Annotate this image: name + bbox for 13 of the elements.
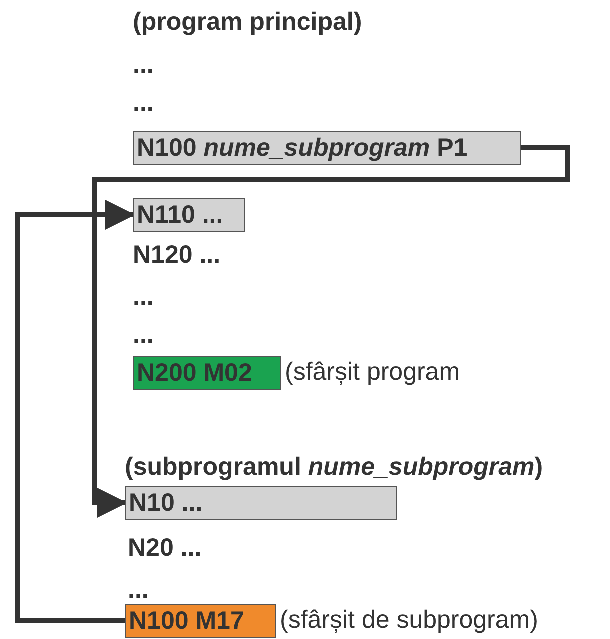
ellipsis-text: ... xyxy=(133,282,154,312)
ellipsis-text: ... xyxy=(128,575,149,605)
ellipsis-text: ... xyxy=(133,50,154,80)
code-line: N120 ... xyxy=(133,240,221,270)
ellipsis-text: ... xyxy=(133,88,154,118)
arrow xyxy=(92,146,570,518)
section-heading: (subprogramul nume_subprogram) xyxy=(125,452,544,482)
ellipsis-text: ... xyxy=(133,320,154,350)
section-heading: (program principal) xyxy=(133,7,362,37)
arrow xyxy=(16,200,136,624)
code-line: N20 ... xyxy=(128,533,202,563)
comment-text: (sfârșit program xyxy=(285,357,460,387)
comment-text: (sfârșit de subprogram) xyxy=(280,605,538,635)
